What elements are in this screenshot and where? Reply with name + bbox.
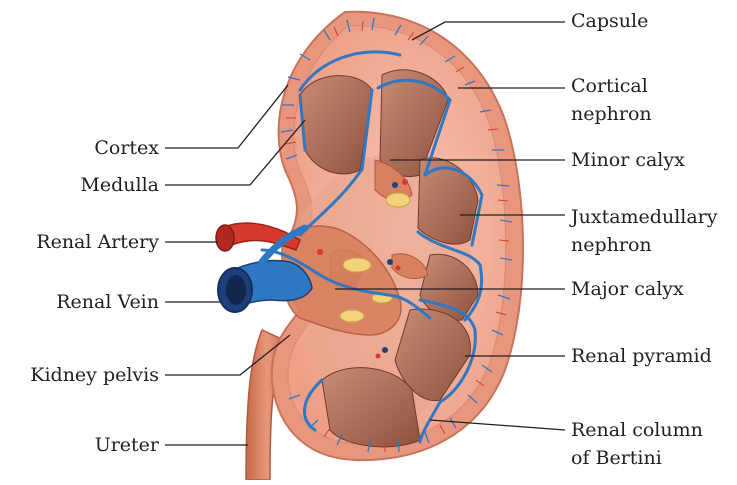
label-minor-calyx: Minor calyx: [571, 148, 685, 172]
label-renal-artery: Renal Artery: [36, 230, 159, 254]
label-ureter: Ureter: [95, 433, 159, 457]
label-cortical-nephron-line2: nephron: [571, 102, 652, 126]
label-capsule: Capsule: [571, 9, 648, 33]
label-major-calyx: Major calyx: [571, 277, 684, 301]
label-renal-pyramid: Renal pyramid: [571, 344, 712, 368]
renal-artery-opening: [216, 225, 234, 251]
pyramid: [300, 76, 372, 174]
label-renal-vein: Renal Vein: [56, 290, 159, 314]
label-renal-column-line1: Renal column: [571, 418, 703, 442]
label-juxtamedullary-line2: nephron: [571, 233, 652, 257]
leader-cortex: [165, 85, 288, 148]
label-cortical-nephron-line1: Cortical: [571, 74, 648, 98]
label-renal-column-line2: of Bertini: [571, 446, 662, 470]
label-juxtamedullary-line1: Juxtamedullary: [571, 205, 718, 229]
label-medulla: Medulla: [80, 173, 159, 197]
label-cortex: Cortex: [94, 136, 159, 160]
label-kidney-pelvis: Kidney pelvis: [30, 363, 159, 387]
